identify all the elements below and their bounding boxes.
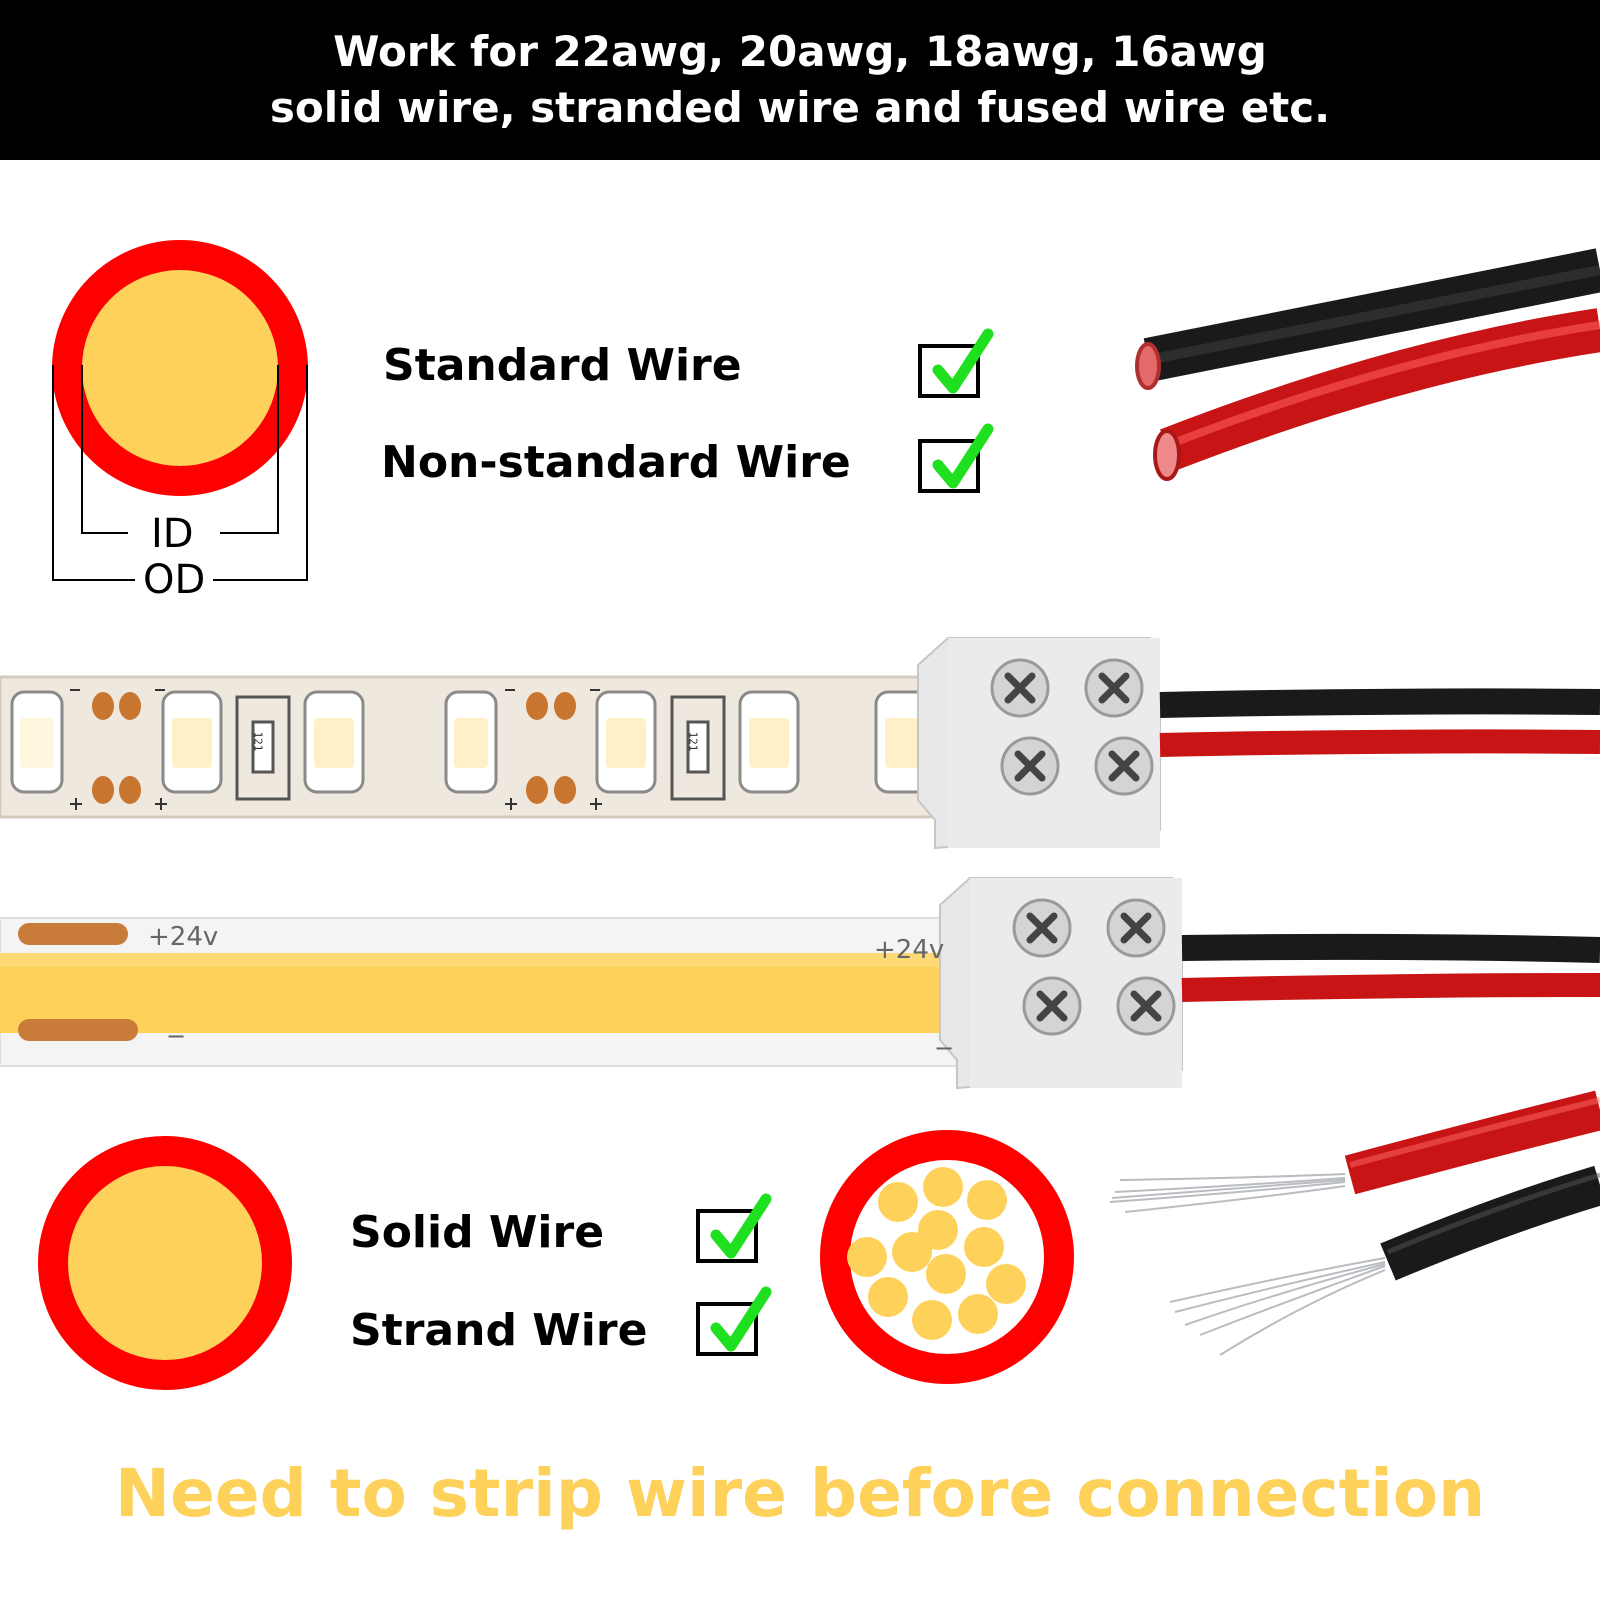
check-icon [918,423,994,493]
option-standard-wire: Standard Wire [383,340,742,391]
inner-diameter-label: ID [143,514,202,554]
resistor-label: 121 [686,731,700,752]
footer-note: Need to strip wire before connection [114,1455,1486,1532]
option-solid-wire: Solid Wire [350,1207,605,1258]
header-line-1: Work for 22awg, 20awg, 18awg, 16awg [333,27,1267,76]
stranded-wire-cross-section [820,1130,1074,1384]
option-strand-wire: Strand Wire [350,1305,648,1356]
cob-voltage-label: +24v [874,935,945,965]
check-icon [918,328,994,398]
header-line-2: solid wire, stranded wire and fused wire… [269,83,1331,132]
resistor-label: 121 [251,731,265,752]
header-banner: Work for 22awg, 20awg, 18awg, 16awg soli… [0,0,1600,160]
solid-wire-cross-section [38,1136,292,1390]
check-icon [696,1286,772,1356]
cob-minus-label: − [166,1022,187,1050]
cob-voltage-label: +24v [148,922,219,952]
check-icon [696,1193,772,1263]
option-non-standard-wire: Non-standard Wire [381,437,851,488]
outer-diameter-label: OD [135,560,214,600]
cob-minus-label: − [934,1034,955,1062]
